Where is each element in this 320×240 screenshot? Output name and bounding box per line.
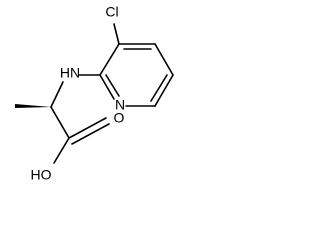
ring-bond-c5-c6-double: [150, 74, 168, 102]
chlorine-label: Cl: [105, 4, 118, 20]
ring-bond-c4-c5: [154, 43, 174, 76]
methyl-wedge-bond: [15, 104, 51, 108]
amine-label: HN: [60, 65, 80, 81]
carbonyl-double-bond-1: [68, 117, 107, 139]
ring-bond-n-c2-double: [105, 74, 120, 97]
hydroxyl-label: HO: [31, 167, 52, 183]
carboxyl-oh-bond: [53, 137, 70, 164]
calpha-ccarboxyl-bond: [50, 106, 70, 139]
carbonyl-double-bond-2: [71, 123, 110, 145]
pyridine-nitrogen-label: N: [115, 97, 125, 113]
chemical-structure: Cl HN N O HO: [15, 4, 174, 183]
ring-bond-n-c2: [99, 74, 115, 100]
ring-bond-c5-c6: [154, 74, 174, 107]
ring-bond-c2-c3: [99, 43, 120, 76]
carbonyl-oxygen-label: O: [114, 110, 125, 126]
c3-cl-bond: [113, 23, 120, 45]
nh-calpha-bond: [50, 81, 64, 108]
